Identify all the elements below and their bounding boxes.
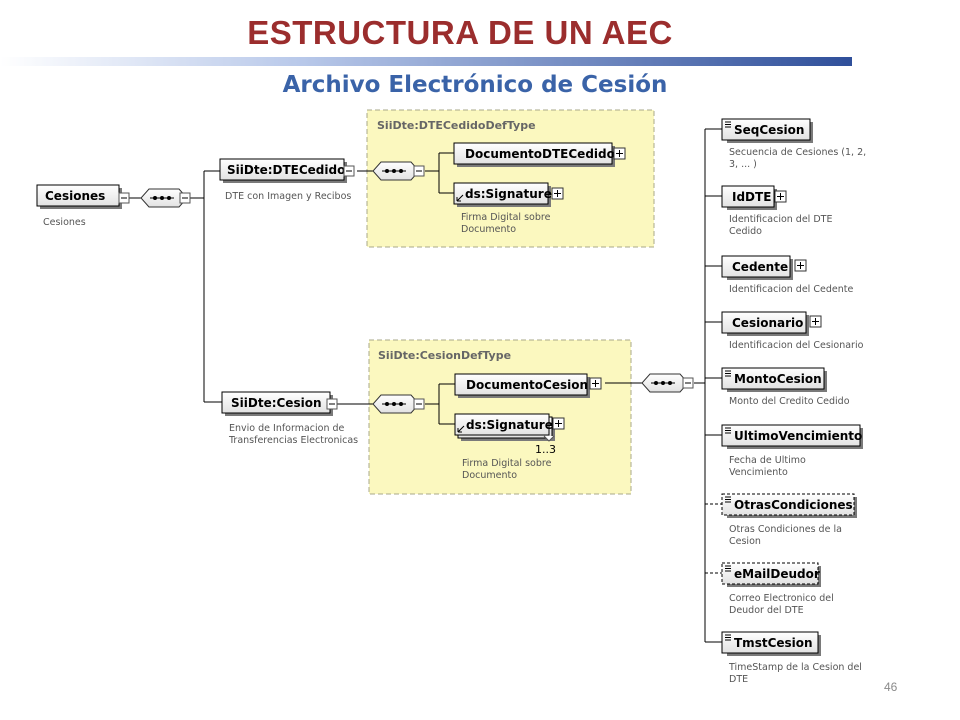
element-ultimovencimiento-doc-2: Vencimiento [729,467,788,478]
element-cesion-doc-2: Transferencias Electronicas [228,435,358,446]
element-otrascondiciones-label: OtrasCondiciones [734,498,853,512]
element-cesion-signature-doc-1: Firma Digital sobre [462,458,552,469]
element-cesion-signature-occurs: 1..3 [535,443,556,456]
element-cesionario-label: Cesionario [732,316,803,330]
element-cesion[interactable]: SiiDte:Cesion Envio de Informacion de Tr… [221,391,358,446]
sequence-compositor-cesion [372,394,425,414]
element-tmstcesion[interactable]: TmstCesion TimeStamp de la Cesion del DT… [721,631,862,685]
element-ultimovencimiento-doc-1: Fecha de Ultimo [729,455,806,466]
sequence-compositor-root [140,188,191,208]
page-title: ESTRUCTURA DE UN AEC [247,14,673,51]
element-emaildeudor-doc-1: Correo Electronico del [729,593,834,604]
dtecedido-type-box [366,109,655,248]
element-ultimovencimiento[interactable]: UltimoVencimiento Fecha de Ultimo Vencim… [721,424,863,478]
element-cesion-signature-doc-2: Documento [462,470,517,481]
element-tmstcesion-doc-1: TimeStamp de la Cesion del [728,662,862,673]
element-cesion-signature[interactable]: ds:Signature 1..3 Firma Digital sobre Do… [454,413,565,481]
element-cedente[interactable]: Cedente Identificacion del Cedente [721,255,853,295]
sequence-compositor-dtecedido [372,161,425,181]
title-rule [0,57,852,66]
element-cesiones-doc: Cesiones [43,217,86,228]
element-cesiones[interactable]: Cesiones Cesiones [36,184,130,228]
element-tmstcesion-doc-2: DTE [729,674,748,685]
element-montocesion[interactable]: MontoCesion Monto del Credito Cedido [721,367,850,407]
element-seqcesion-doc-2: 3, ... ) [729,159,757,170]
element-cesion-doc-1: Envio de Informacion de [229,423,345,434]
element-ultimovencimiento-label: UltimoVencimiento [734,429,862,443]
element-dtecedido-signature[interactable]: ds:Signature Firma Digital sobre Documen… [453,182,564,235]
element-cesion-signature-label: ds:Signature [466,418,553,432]
element-dtecedido[interactable]: SiiDte:DTECedido DTE con Imagen y Recibo… [219,158,355,202]
element-seqcesion-label: SeqCesion [734,123,804,137]
element-dtecedido-doc: DTE con Imagen y Recibos [225,191,351,202]
element-dtecedido-label: SiiDte:DTECedido [227,163,345,177]
element-montocesion-doc-1: Monto del Credito Cedido [729,396,850,407]
element-iddte-doc-2: Cedido [729,226,762,237]
element-emaildeudor[interactable]: eMailDeudor Correo Electronico del Deudo… [721,562,834,616]
element-otrascondiciones-doc-1: Otras Condiciones de la [729,524,842,535]
connector-lines [129,128,722,643]
element-cedente-doc-1: Identificacion del Cedente [729,284,853,295]
element-cesionario-doc-1: Identificacion del Cesionario [729,340,864,351]
element-documentocesion-label: DocumentoCesion [466,378,588,392]
element-cesionario[interactable]: Cesionario Identificacion del Cesionario [721,311,864,351]
page-number: 46 [884,680,898,694]
element-emaildeudor-label: eMailDeudor [734,567,820,581]
element-cesion-label: SiiDte:Cesion [231,396,322,410]
element-montocesion-label: MontoCesion [734,372,822,386]
dtecedido-type-label: SiiDte:DTECedidoDefType [377,119,536,132]
element-tmstcesion-label: TmstCesion [734,636,813,650]
element-otrascondiciones-doc-2: Cesion [729,536,761,547]
element-otrascondiciones[interactable]: OtrasCondiciones Otras Condiciones de la… [721,493,857,547]
page-subtitle: Archivo Electrónico de Cesión [282,72,668,98]
element-cedente-label: Cedente [732,260,788,274]
element-iddte-doc-1: Identificacion del DTE [729,214,832,225]
element-iddte-label: IdDTE [732,190,771,204]
element-dtecedido-signature-label: ds:Signature [465,187,552,201]
element-documentodtecedido-label: DocumentoDTECedido [465,147,615,161]
element-documentocesion[interactable]: DocumentoCesion [454,373,602,398]
sequence-compositor-documentocesion [641,373,694,393]
element-dtecedido-signature-doc-2: Documento [461,224,516,235]
optional-connector-lines [705,503,722,574]
element-dtecedido-signature-doc-1: Firma Digital sobre [461,212,551,223]
element-seqcesion[interactable]: SeqCesion Secuencia de Cesiones (1, 2, 3… [721,118,866,170]
element-emaildeudor-doc-2: Deudor del DTE [729,605,804,616]
element-documentodtecedido[interactable]: DocumentoDTECedido [453,142,626,167]
cesion-type-label: SiiDte:CesionDefType [378,349,511,362]
element-iddte[interactable]: IdDTE Identificacion del DTE Cedido [721,185,832,237]
element-cesiones-label: Cesiones [45,189,105,203]
element-seqcesion-doc-1: Secuencia de Cesiones (1, 2, [729,147,866,158]
